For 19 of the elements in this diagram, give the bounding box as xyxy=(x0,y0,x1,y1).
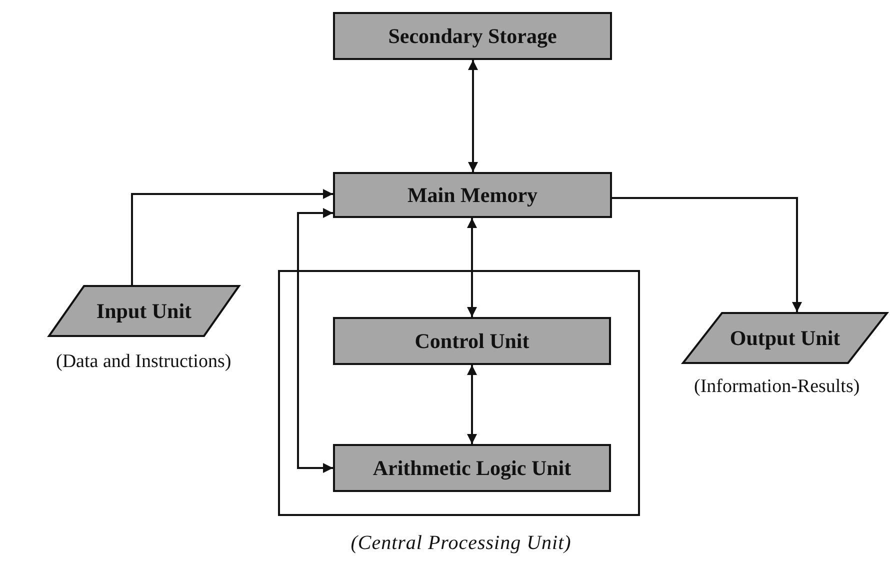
node-label: Output Unit xyxy=(730,326,840,350)
node-label: Main Memory xyxy=(407,182,538,208)
arrow xyxy=(612,197,802,312)
arrow xyxy=(468,60,478,172)
arrow xyxy=(297,208,333,473)
process-box xyxy=(333,12,612,60)
node-label: Input Unit xyxy=(96,298,192,324)
process-box xyxy=(333,172,612,218)
arrow xyxy=(467,218,477,317)
node-note: (Information-Results) xyxy=(694,376,860,398)
node-note: (Data and Instructions) xyxy=(56,351,232,373)
arrow xyxy=(131,189,333,285)
process-box xyxy=(333,444,611,492)
node-label: Secondary Storage xyxy=(388,24,557,48)
node-label: Arithmetic Logic Unit xyxy=(372,456,572,480)
process-box xyxy=(333,317,611,365)
arrow xyxy=(467,365,477,444)
frame-caption: (Central Processing Unit) xyxy=(350,532,572,555)
node-label: Control Unit xyxy=(414,328,530,354)
